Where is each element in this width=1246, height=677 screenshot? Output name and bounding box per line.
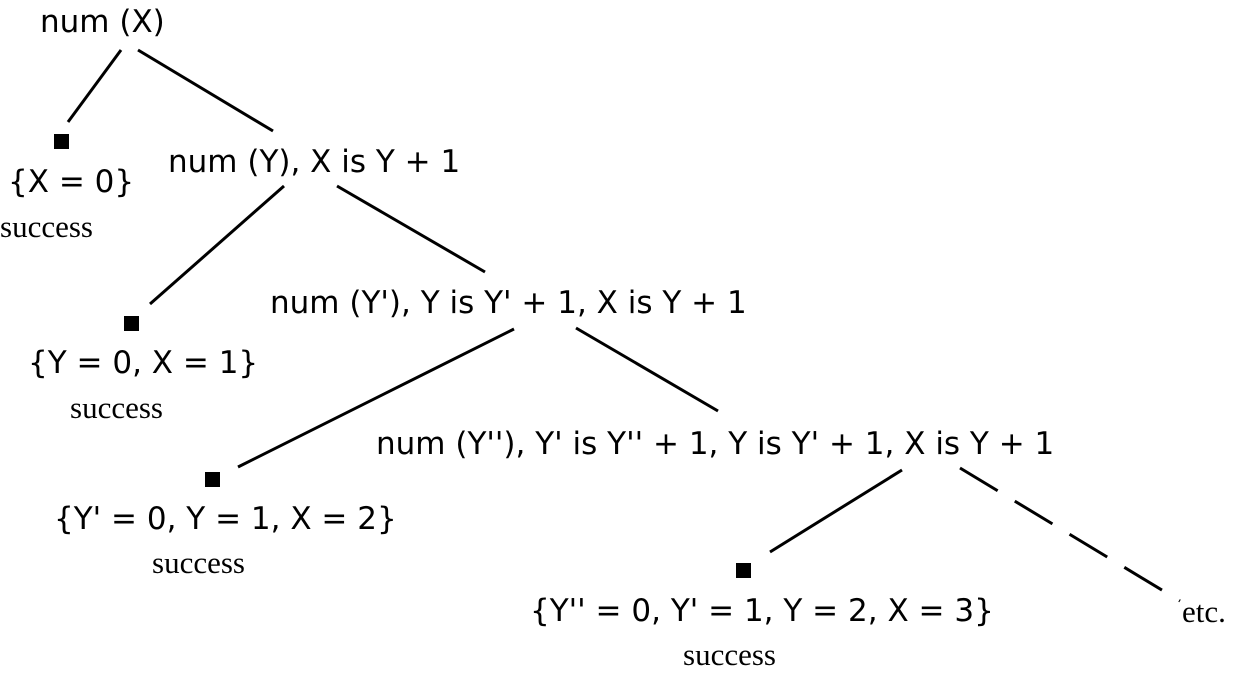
edge-3-continuation [959, 466, 1181, 603]
leaf-marker-0 [54, 134, 69, 149]
leaf-binding-3: {Y'' = 0, Y' = 1, Y = 2, X = 3} [530, 593, 994, 629]
leaf-marker-3 [736, 563, 751, 578]
edge-0-1 [137, 48, 274, 133]
leaf-marker-2 [205, 472, 220, 487]
leaf-status-0: success [0, 209, 93, 244]
leaf-binding-1: {Y = 0, X = 1} [28, 345, 258, 381]
leaf-status-1: success [70, 390, 163, 425]
goal-node-3: num (Y''), Y' is Y'' + 1, Y is Y' + 1, X… [376, 426, 1054, 462]
leaf-marker-1 [124, 316, 139, 331]
leaf-status-3: success [683, 637, 776, 672]
leaf-binding-0: {X = 0} [8, 164, 134, 200]
leaf-status-2: success [152, 545, 245, 580]
edge-0-leaf [66, 49, 123, 123]
edge-2-3 [575, 326, 719, 413]
edge-2-leaf [237, 327, 515, 469]
edge-1-2 [336, 184, 486, 274]
goal-node-0: num (X) [40, 4, 165, 40]
leaf-binding-2: {Y' = 0, Y = 1, X = 2} [54, 501, 397, 537]
edge-1-leaf [149, 184, 285, 306]
edge-3-leaf [769, 468, 903, 554]
goal-node-1: num (Y), X is Y + 1 [168, 144, 460, 180]
goal-node-2: num (Y'), Y is Y' + 1, X is Y + 1 [270, 285, 747, 321]
continuation-label: etc. [1182, 594, 1226, 629]
